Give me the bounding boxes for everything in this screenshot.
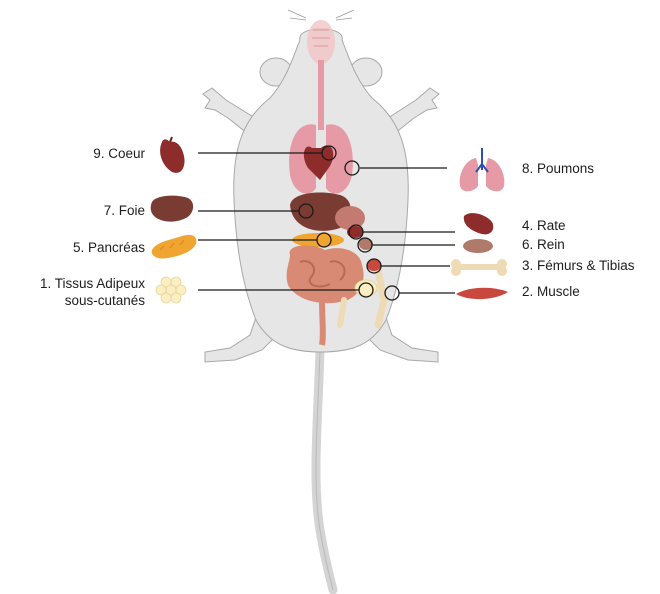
lungs-icon [460, 148, 505, 191]
label-rate: 4. Rate [522, 218, 566, 233]
label-pancreas: 5. Pancréas [73, 240, 145, 255]
pancreas-icon [152, 235, 197, 259]
liver-icon [151, 196, 193, 222]
muscle-icon [456, 288, 508, 299]
label-femurs: 3. Fémurs & Tibias [522, 258, 635, 273]
trachea [318, 60, 324, 130]
mouse-whiskers [288, 10, 354, 20]
mouse-illustration [203, 10, 439, 590]
intestines [287, 245, 364, 303]
adipose-icon [156, 277, 186, 303]
heart-icon [160, 139, 184, 173]
colon [322, 300, 323, 345]
label-poumons: 8. Poumons [522, 161, 594, 176]
label-muscle: 2. Muscle [522, 284, 580, 299]
kidney-icon [463, 239, 493, 253]
mouse-head-inner [307, 20, 335, 64]
spleen-icon [464, 213, 493, 234]
bone-icon [451, 259, 507, 276]
label-foie: 7. Foie [104, 203, 145, 218]
label-adipeux-line1: 1. Tissus Adipeux [40, 276, 145, 291]
label-rein: 6. Rein [522, 237, 565, 252]
label-adipeux-line2: sous-cutanés [65, 293, 146, 308]
label-coeur: 9. Coeur [93, 146, 145, 161]
